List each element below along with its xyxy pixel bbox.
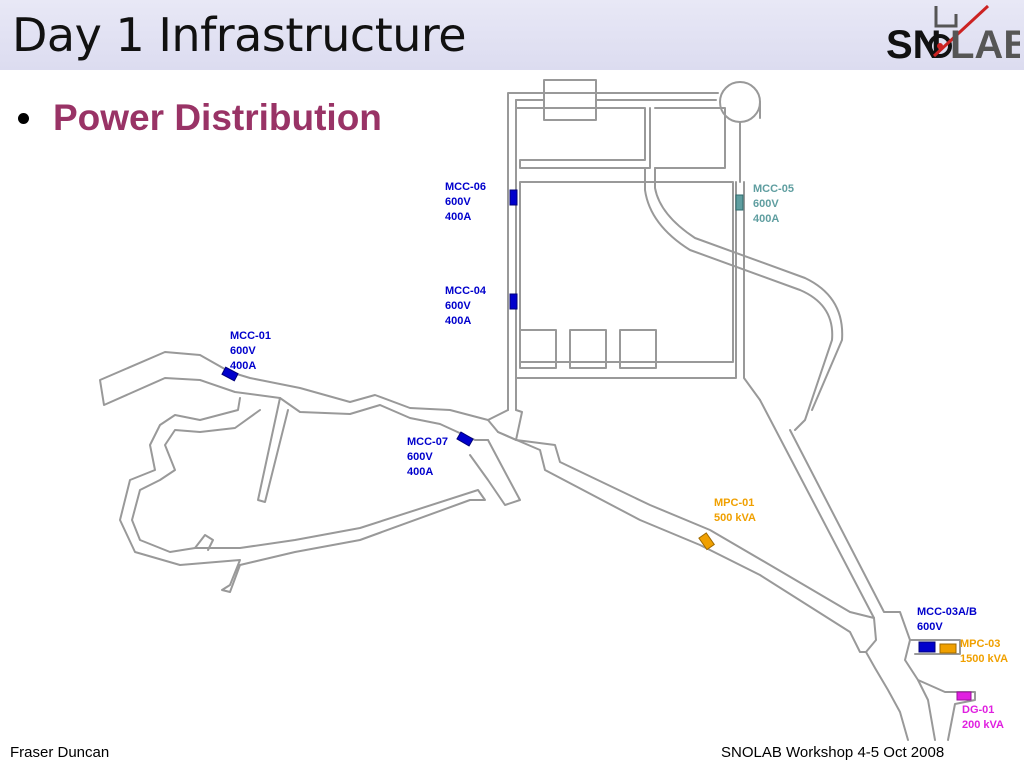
mcc-06-marker xyxy=(509,189,518,206)
mcc-04-marker xyxy=(509,293,518,310)
snolab-logo-icon xyxy=(928,4,990,58)
mcc-05-marker xyxy=(735,194,744,211)
mpc-03-marker xyxy=(939,643,957,654)
title-bar: Day 1 Infrastructure SN LAB xyxy=(0,0,1024,70)
dg-01-marker xyxy=(956,691,972,701)
mcc-01-marker xyxy=(221,366,239,382)
footer-author: Fraser Duncan xyxy=(10,744,110,761)
tunnel-outlines xyxy=(99,79,976,741)
bullet-text: Power Distribution xyxy=(53,97,382,138)
mpc-01-marker xyxy=(698,532,715,551)
equipment-markers xyxy=(221,189,972,701)
mcc-03ab-marker xyxy=(918,641,936,653)
logo-right-text: LAB xyxy=(950,23,1020,67)
logo-left-text: SN xyxy=(886,23,942,67)
snolab-logo: SN LAB xyxy=(886,4,1020,67)
bullet-dot-icon xyxy=(18,112,29,124)
mcc-07-marker xyxy=(456,431,474,447)
bullet-item: Power Distribution xyxy=(18,96,382,140)
slide-title: Day 1 Infrastructure xyxy=(12,8,467,62)
footer-event: SNOLAB Workshop 4-5 Oct 2008 xyxy=(721,744,945,761)
